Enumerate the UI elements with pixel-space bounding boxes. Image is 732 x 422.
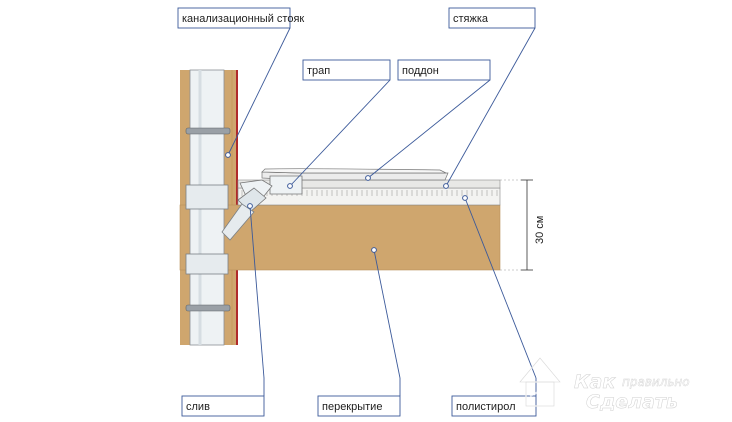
sewer-riser-pipe [185,69,255,346]
svg-text:Как: Как [574,371,616,393]
dimension-marker: 30 см [500,179,546,271]
leader-dots [225,152,468,253]
svg-text:поддон: поддон [402,65,439,77]
label-trap: трап [302,59,391,81]
label-polystyrene: полистирол [451,395,537,417]
svg-text:правильно: правильно [622,375,690,389]
svg-text:трап: трап [307,65,330,77]
svg-text:слив: слив [186,401,210,413]
label-riser: канализационный стояк [177,7,304,29]
watermark: Как правильно Сделать [517,356,690,413]
label-slab: перекрытие [317,395,401,417]
drain-trap [237,175,303,213]
svg-text:канализационный стояк: канализационный стояк [182,13,304,25]
label-tray: поддон [397,59,491,81]
label-drain: слив [181,395,265,417]
shower-tray [261,168,449,181]
svg-text:стяжка: стяжка [453,13,489,25]
label-screed: стяжка [448,7,536,29]
svg-text:полистирол: полистирол [456,401,516,413]
leader-lines [227,27,537,396]
dimension-label: 30 см [534,216,546,244]
watermark-logo-icon [517,356,563,407]
svg-text:перекрытие: перекрытие [322,401,382,413]
svg-text:Сделать: Сделать [586,391,678,413]
